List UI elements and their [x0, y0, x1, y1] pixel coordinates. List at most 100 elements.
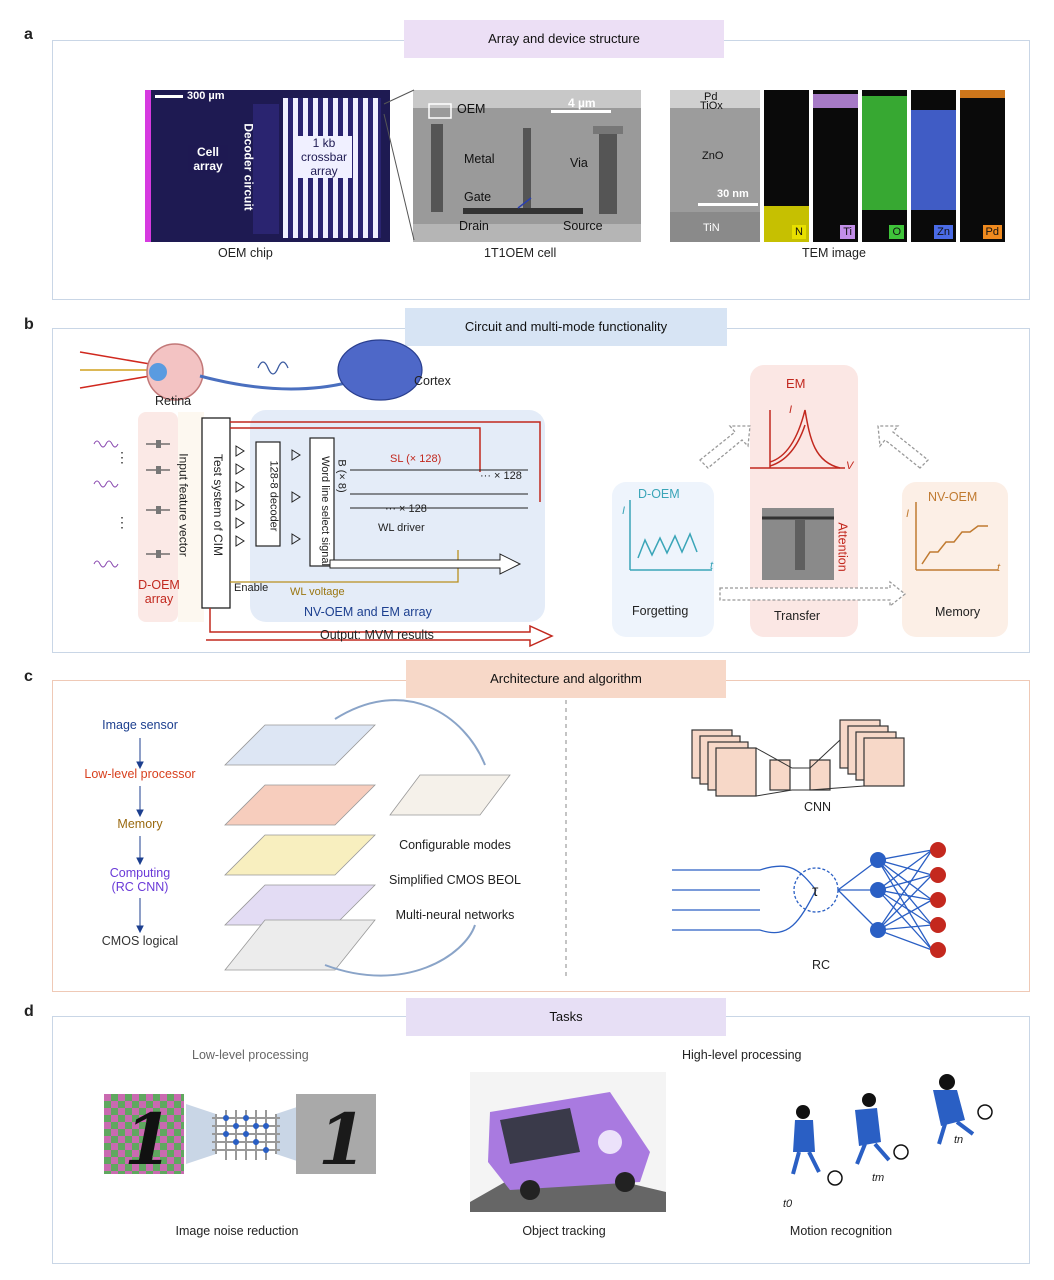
bus-image — [470, 1072, 666, 1212]
cell-drain-label: Drain — [459, 219, 489, 233]
feature-item: Multi-neural networks — [395, 908, 515, 922]
noisy-digit-image: 1 — [104, 1094, 184, 1181]
eds-map-zn: Zn — [911, 90, 956, 242]
doem-axis-t: t — [710, 560, 714, 572]
panel-d-title: Tasks — [406, 998, 726, 1036]
task-caption: Motion recognition — [789, 1224, 893, 1238]
oem-chip-image: /* placeholder */ 300 µm — [145, 90, 390, 242]
decoder-label: Decoder circuit — [241, 123, 256, 211]
chip-scale-label: 300 µm — [187, 90, 225, 102]
circuit-diagram: ⋮ ⋮ — [79, 339, 554, 648]
oem-chip-caption: OEM chip — [218, 246, 273, 260]
eds-map-o: O — [862, 90, 907, 242]
cnn-label: CNN — [804, 800, 832, 814]
feature-item: Configurable modes — [399, 838, 511, 852]
decoder-label-b: 128-8 decoder — [267, 460, 280, 532]
attention-label: Attention — [835, 522, 850, 572]
panel-letter-a: a — [24, 26, 33, 43]
tem-scale-bar — [698, 203, 758, 206]
tm-label: tm — [872, 1172, 885, 1184]
tem-tiox-label: TiOx — [700, 100, 723, 112]
panel-b-title: Circuit and multi-mode functionality — [405, 308, 727, 346]
tem-scale-label: 30 nm — [717, 188, 749, 200]
cell-metal-label: Metal — [464, 152, 495, 166]
panel-letter-b: b — [24, 316, 34, 333]
decoder-strip — [253, 104, 279, 234]
input-feature-vector-label: Input feature vector — [176, 453, 191, 557]
stack-item: Low-level processor — [84, 767, 196, 781]
cell-array-label: Cell array — [188, 145, 228, 173]
mode-curves — [629, 409, 998, 608]
cell-oem-label: OEM — [457, 102, 486, 116]
rc-label: RC — [812, 958, 831, 972]
wl-voltage-label: WL voltage — [290, 586, 345, 598]
doem-array-label: D-OEM array — [138, 578, 180, 606]
transfer-label: Transfer — [774, 609, 821, 623]
stacked-layers — [224, 699, 511, 977]
em-title: EM — [786, 376, 806, 391]
motion-figures — [791, 1074, 993, 1186]
crossbar-label: 1 kb crossbar array — [296, 136, 352, 178]
cell-source-label: Source — [563, 219, 603, 233]
chip-scale-bar — [155, 95, 183, 98]
tn-label: tn — [954, 1134, 964, 1146]
nvoem-mode-card — [902, 482, 1008, 637]
eds-map-ti: Ti — [813, 90, 858, 242]
eds-map-label: Ti — [840, 225, 855, 239]
tem-caption: TEM image — [802, 246, 866, 260]
task-caption: Image noise reduction — [175, 1224, 299, 1238]
x128-label-b: ··· × 128 — [385, 503, 427, 515]
stack-item: CMOS logical — [101, 934, 179, 948]
nvoem-axis-i: I — [906, 508, 910, 520]
memory-label: Memory — [935, 605, 981, 619]
b8-label: B (× 8) — [335, 459, 348, 493]
stack-item: Memory — [117, 817, 163, 831]
eds-map-label: N — [792, 225, 806, 239]
stack-arrows — [136, 738, 144, 934]
brain-icon — [337, 339, 423, 401]
nvoem-title: NV-OEM — [928, 490, 978, 504]
tem-pd-label: Pd — [704, 91, 718, 103]
panel-c-title: Architecture and algorithm — [406, 660, 726, 698]
panel-letter-c: c — [24, 668, 33, 685]
doem-mode-card — [612, 482, 714, 637]
cell-scale-label: 4 µm — [568, 96, 596, 110]
t0-label: t0 — [783, 1198, 793, 1210]
word-line-label: Word line select signal — [318, 456, 331, 566]
doem-axis-i: I — [622, 505, 626, 517]
cell-sem-image — [413, 90, 641, 242]
forgetting-label: Forgetting — [632, 604, 689, 618]
svg-text:⋮: ⋮ — [115, 449, 129, 465]
cell-via-label: Via — [570, 156, 588, 170]
clean-digit-image: 1 — [296, 1094, 376, 1181]
eye-icon — [146, 343, 204, 401]
cell-gate-label: Gate — [464, 190, 492, 204]
retina-label: Retina — [155, 394, 192, 408]
em-axis-v: V — [846, 460, 854, 472]
doem-title: D-OEM — [638, 487, 680, 501]
cortex-label: Cortex — [414, 374, 451, 388]
zoom-lines — [383, 89, 415, 241]
nvoem-axis-t: t — [997, 562, 1001, 574]
panel-letter-d: d — [24, 1003, 34, 1020]
output-label: Output: MVM results — [320, 628, 434, 642]
svg-text:⋮: ⋮ — [115, 514, 129, 530]
nv-array-label: NV-OEM and EM array — [304, 605, 432, 619]
wl-driver-label: WL driver — [378, 522, 425, 534]
em-axis-i: I — [789, 404, 793, 416]
network-diagrams — [565, 700, 946, 980]
high-level-label: High-level processing — [682, 1048, 802, 1062]
panel-a-title: Array and device structure — [404, 20, 724, 58]
crossbar-denoiser — [186, 1104, 306, 1164]
tem-zno-label: ZnO — [702, 150, 724, 162]
eds-map-label: O — [889, 225, 904, 239]
stack-item: Computing (RC CNN) — [109, 866, 171, 894]
eds-map-label: Pd — [982, 225, 1002, 239]
cell-caption: 1T1OEM cell — [484, 246, 557, 260]
feature-item: Simplified CMOS BEOL — [389, 873, 521, 887]
task-caption: Object tracking — [522, 1224, 606, 1238]
cell-scale-bar — [551, 110, 611, 113]
eds-map-n: N — [764, 90, 809, 242]
sl-label: SL (× 128) — [390, 453, 442, 465]
tem-image — [670, 90, 760, 242]
